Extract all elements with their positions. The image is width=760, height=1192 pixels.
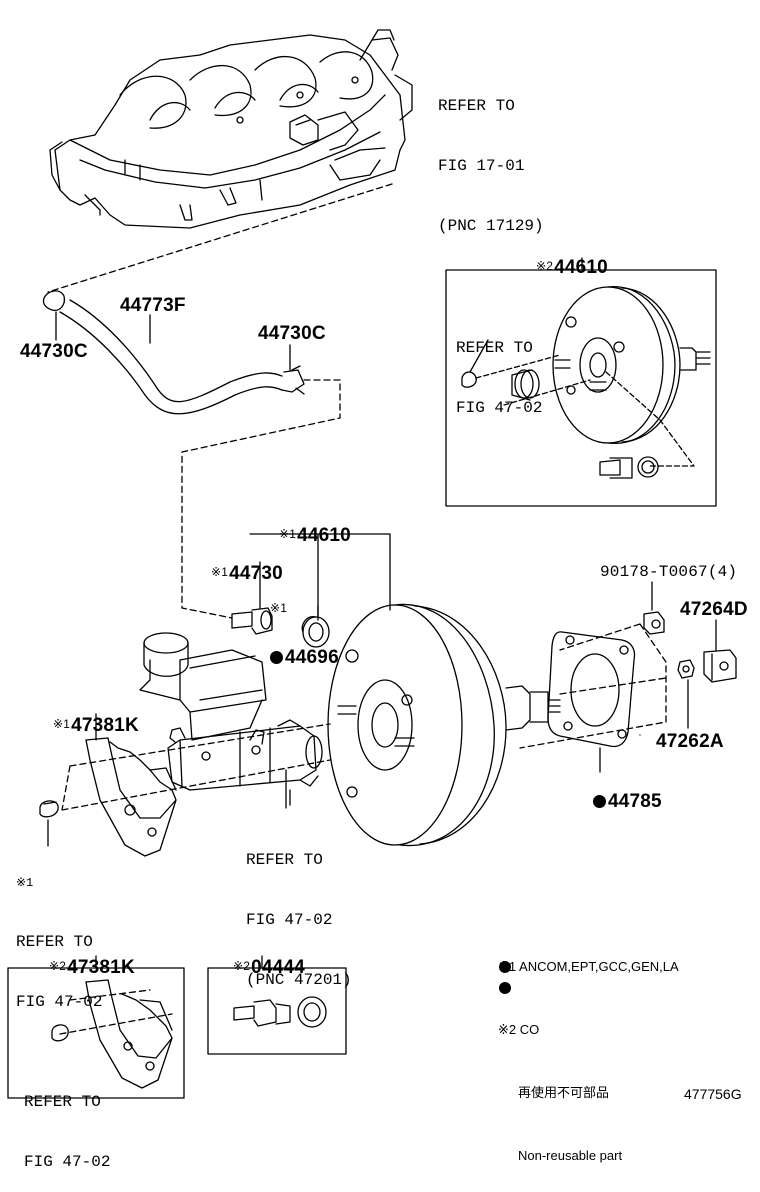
legend-dot-1	[499, 961, 511, 973]
co-bracket-drawing	[85, 979, 173, 1089]
co-kit-drawing	[233, 996, 327, 1028]
leader-ref-co	[469, 339, 489, 373]
co-booster-drawing	[511, 286, 711, 444]
dash-bracket	[61, 723, 331, 811]
ref-fig-47-02-mc: REFER TO FIG 47-02 (PNC 47201)	[246, 851, 352, 989]
parts-diagram	[7, 29, 737, 1099]
check-valve-44730-drawing	[231, 607, 273, 635]
label-44730: ※144730	[210, 563, 283, 584]
leader-dash-hose	[181, 379, 341, 619]
brake-booster-drawing	[327, 603, 561, 847]
leader-dash-manifold	[47, 183, 393, 293]
label-44785: 44785	[582, 772, 662, 812]
label-co-04444: ※204444	[232, 957, 305, 978]
label-44730C-right: 44730C	[258, 323, 326, 344]
ref-fig-17-01: REFER TO FIG 17-01 (PNC 17129)	[438, 97, 544, 235]
gasket-plate-drawing	[547, 631, 636, 748]
label-main-44610: ※144610	[278, 525, 351, 546]
co-bolt-drawing	[461, 371, 477, 388]
figure-id: 477756G	[684, 1086, 742, 1102]
ref-fig-47-02-co-box: REFER TO FIG 47-02	[456, 339, 543, 417]
label-47264D: 47264D	[680, 599, 748, 620]
label-90178: 90178-T0067(4)	[600, 563, 738, 581]
grommet-44696-drawing	[301, 616, 330, 648]
clevis-47264D-drawing	[703, 649, 737, 683]
nut-47262A-drawing	[677, 659, 695, 679]
label-co-47381K: ※247381K	[48, 957, 135, 978]
co-check-valve-drawing	[599, 456, 659, 479]
co-nut-drawing	[51, 1024, 69, 1042]
label-47262A: 47262A	[656, 731, 724, 752]
mark-2: ※2	[535, 259, 554, 273]
intake-manifold-drawing	[49, 29, 413, 229]
label-44773F: 44773F	[120, 295, 186, 316]
label-44730C-left: 44730C	[20, 341, 88, 362]
dash-box-right	[519, 623, 667, 749]
co-kit-box	[207, 967, 347, 1055]
non-reusable-dot	[270, 651, 283, 664]
legend: ※1 ANCOM,EPT,GCC,GEN,LA ※2 CO 再使用不可部品 No…	[498, 959, 679, 1163]
legend-dot-2	[499, 982, 511, 994]
label-co-44610: ※244610	[535, 257, 608, 278]
ref-fig-47-02-bottom: REFER TO FIG 47-02	[24, 1093, 111, 1171]
nut-left-drawing	[39, 800, 59, 818]
label-44696: ※1 44696	[270, 601, 339, 668]
master-cylinder-drawing	[139, 632, 323, 806]
bracket-47381K-drawing	[85, 737, 177, 857]
co-booster-box	[445, 269, 717, 507]
ref-fig-47-02-left: ※1 REFER TO FIG 47-02	[16, 876, 103, 1011]
label-47381K: ※147381K	[52, 715, 139, 736]
co-dash-1	[475, 354, 695, 467]
vacuum-hose-drawing	[42, 290, 305, 415]
nut-90178-drawing	[643, 611, 665, 635]
